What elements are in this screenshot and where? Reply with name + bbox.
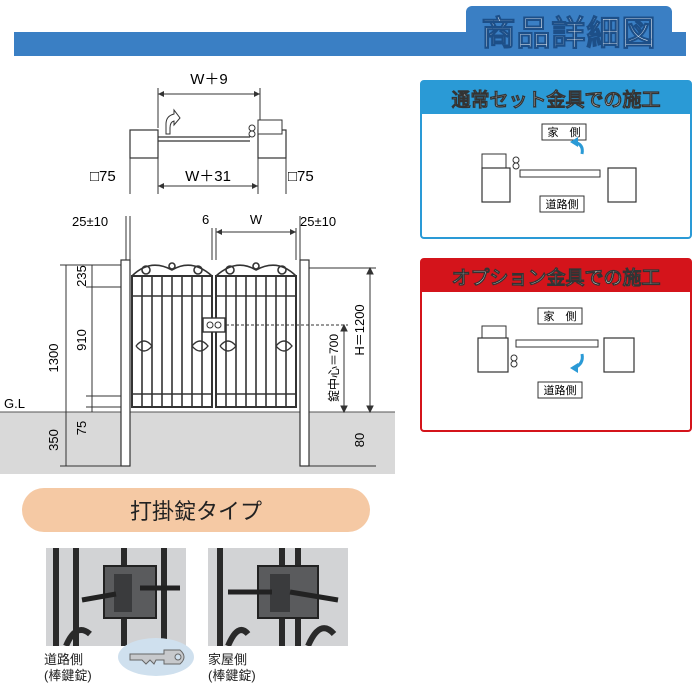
dim-clearance-right: 25±10 xyxy=(300,214,336,229)
caption-house-side-line2: (棒鍵錠) xyxy=(208,668,256,683)
dim-1300: 1300 xyxy=(46,344,61,373)
post-right xyxy=(607,167,637,203)
front-view-diagram: G.L 25±10 6 W 25±10 xyxy=(0,212,395,474)
caption-road-side-line2: (棒鍵錠) xyxy=(44,668,92,683)
key-icon xyxy=(118,638,194,676)
dim-post-left: □75 xyxy=(90,168,116,185)
lock-box xyxy=(202,317,226,333)
lock-photo-road-side xyxy=(46,548,186,646)
caption-house-side-line1: 家屋側 xyxy=(208,652,248,667)
ground-label: G.L xyxy=(4,396,25,411)
normal-panel-title: 通常セット金具での施工 xyxy=(422,82,690,114)
option-panel-title: オプション金具での施工 xyxy=(422,260,690,292)
dim-w-plus-31: W＋31 xyxy=(185,168,231,185)
caption-road-side-line1: 道路側 xyxy=(44,652,84,667)
dim-75: 75 xyxy=(74,421,89,435)
dim-clearance-left: 25±10 xyxy=(72,214,108,229)
post-right xyxy=(299,259,310,467)
page-title: 商品詳細図 xyxy=(481,14,657,53)
normal-install-panel: 通常セット金具での施工 家 側 道路側 xyxy=(420,80,692,239)
house-side-label: 家 側 xyxy=(544,309,577,323)
dim-80: 80 xyxy=(352,433,367,447)
post-left xyxy=(481,167,511,203)
post-left xyxy=(477,337,509,373)
dim-235: 235 xyxy=(74,265,89,287)
post-left xyxy=(129,129,159,159)
caption-road-side: 道路側 (棒鍵錠) xyxy=(44,652,92,684)
post-left xyxy=(120,259,131,467)
top-view-diagram: W＋9 W＋31 □75 □75 xyxy=(90,71,314,194)
road-side-label: 道路側 xyxy=(546,197,579,211)
dim-height: H＝1200 xyxy=(352,304,367,355)
dim-width: W xyxy=(250,212,263,227)
lock-photo-house-side xyxy=(208,548,348,646)
dim-lock-center: 錠中心＝700 xyxy=(326,334,341,402)
house-side-label: 家 側 xyxy=(548,125,581,139)
lock-type-label: 打掛錠タイプ xyxy=(129,499,262,524)
post-right xyxy=(603,337,635,373)
option-install-panel: オプション金具での施工 家 側 道路側 xyxy=(420,258,692,432)
dim-w-plus-9: W＋9 xyxy=(190,71,228,88)
dim-910: 910 xyxy=(74,329,89,351)
road-side-label: 道路側 xyxy=(544,383,577,397)
lock-type-pill: 打掛錠タイプ xyxy=(22,488,370,532)
dim-gap-center: 6 xyxy=(202,212,209,227)
dim-350: 350 xyxy=(46,429,61,451)
caption-house-side: 家屋側 (棒鍵錠) xyxy=(208,652,256,684)
dim-post-right: □75 xyxy=(288,168,314,185)
header-tag: 商品詳細図 xyxy=(466,6,672,54)
